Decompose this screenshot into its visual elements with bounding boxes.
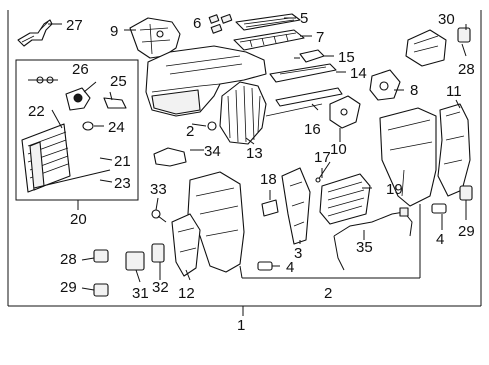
callout-3: 3 [294,245,302,262]
callout-13: 13 [246,145,263,162]
callout-17: 17 [314,149,331,166]
seal-part-right [431,203,447,214]
callout-4-lower: 4 [286,259,294,276]
callout-33: 33 [150,181,167,198]
callout-2-upper: 2 [186,123,194,140]
callout-15: 15 [338,49,355,66]
callout-labels: 1 2 2 3 4 4 5 6 7 8 9 10 11 12 13 14 15 … [28,10,475,334]
connector-part-29a [459,185,473,201]
callout-28-top: 28 [458,61,475,78]
callout-24: 24 [108,119,125,136]
connector-part-28b [93,249,109,263]
callout-9: 9 [110,23,118,40]
evaporator-core-part [21,123,71,193]
cabin-filter-part [235,13,301,31]
seal-part-lower [257,261,273,271]
heater-core-part [319,173,371,225]
right-case-part [379,107,437,207]
mounting-bracket-part [329,95,361,129]
mode-door-rail-part [265,87,343,117]
callout-5: 5 [300,10,308,27]
evaporator-subassembly-box [15,59,139,210]
blend-actuator-part [405,29,447,67]
callout-11: 11 [446,83,462,100]
assembly-frame [7,10,482,316]
callout-19: 19 [386,181,403,198]
callout-2-lower: 2 [324,285,332,302]
callout-18: 18 [260,171,277,188]
callout-34: 34 [204,143,221,160]
callout-14: 14 [350,65,367,82]
lower-duct-part [171,213,201,277]
callout-29-bottom: 29 [60,279,77,296]
clip-set-part [208,13,233,34]
wire-harness-part [333,207,413,271]
temperature-sensor-part [151,209,167,223]
filter-frame-part [233,29,305,51]
callout-20: 20 [70,211,87,228]
callout-23: 23 [114,175,131,192]
callout-32: 32 [152,279,169,296]
small-bracket-part [261,190,279,217]
hose-part [153,147,187,167]
callout-8: 8 [410,82,418,99]
callout-10: 10 [330,141,347,158]
actuator-part [369,69,401,101]
blower-wheel-part [219,81,267,145]
callout-7: 7 [316,29,324,46]
callout-12: 12 [178,285,195,302]
callout-28-bottom: 28 [60,251,77,268]
small-clip-part [207,121,217,131]
callout-21: 21 [114,153,131,170]
resistor-part [125,251,145,271]
callout-35: 35 [356,239,373,256]
connector-part-29b [93,283,109,297]
motor-part [151,243,165,263]
callout-6: 6 [193,15,201,32]
valve-bolts-part [28,76,58,84]
door-link-part [269,63,337,83]
drain-hose-part [33,169,111,189]
upper-bracket-part [129,17,181,59]
expansion-valve-part [65,87,91,111]
callout-1: 1 [237,317,245,334]
upper-case-part [145,45,267,117]
callout-25: 25 [110,73,127,90]
callout-30: 30 [438,11,455,28]
callout-16: 16 [304,121,321,138]
side-duct-part [437,103,471,197]
callout-4-right: 4 [436,231,444,248]
leader-lines [48,17,467,291]
drain-pipe-part [315,161,331,183]
callout-31: 31 [132,285,149,302]
connector-part-28a [457,27,471,43]
callout-29-right: 29 [458,223,475,240]
sensor-part [294,49,325,63]
callout-27: 27 [66,17,83,34]
heater-pipe-part [17,19,53,47]
divider-part [281,167,311,245]
gasket-part [82,121,94,131]
callout-26: 26 [72,61,89,78]
callout-22: 22 [28,103,45,120]
pipe-bracket-part [103,97,127,109]
